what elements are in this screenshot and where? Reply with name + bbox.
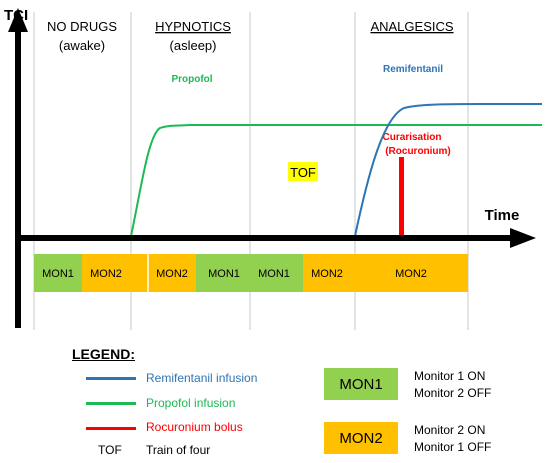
legend-remifentanil-text: Remifentanil infusion (146, 371, 258, 385)
legend-rocuronium-text: Rocuronium bolus (146, 420, 243, 434)
mon-segment-6 (303, 254, 355, 292)
legend-rocuronium-swatch (86, 427, 136, 430)
propofol-label: Propofol (171, 74, 212, 85)
mon-segment-5-label: MON1 (258, 268, 290, 280)
legend-mon2-line2: Monitor 1 OFF (414, 440, 492, 454)
mon-segment-6-label: MON2 (311, 268, 343, 280)
rocuronium-bolus (399, 157, 404, 237)
legend-mon2-box: MON2 (324, 422, 398, 454)
mon-segment-2 (82, 254, 131, 292)
curarisation-label: Curarisation (383, 132, 442, 143)
mon-segment-5 (250, 254, 303, 292)
legend-remifentanil-swatch (86, 377, 136, 380)
monitor-bar: MON1 MON2 MON2 MON1 MON1 MON2 MON2 (34, 254, 468, 292)
tof-badge-label: TOF (290, 165, 316, 180)
propofol-curve (130, 124, 542, 237)
legend-tof-abbr: TOF (98, 443, 122, 457)
mon-segment-7 (355, 254, 468, 292)
tof-badge (288, 162, 318, 181)
mon-segment-7-label: MON2 (395, 268, 427, 280)
legend-title: LEGEND: (72, 346, 135, 362)
mon-segment-4 (196, 254, 250, 292)
legend-mon2-line1: Monitor 2 ON (414, 423, 486, 437)
phase-title-analgesics: ANALGESICS (370, 19, 453, 34)
mon-segment-3 (131, 254, 196, 292)
y-axis-label: TCI (4, 7, 28, 24)
x-axis-arrowhead (510, 228, 536, 248)
mon-segment-2-label: MON2 (90, 268, 122, 280)
mon-segment-1-label: MON1 (42, 268, 74, 280)
remifentanil-curve (354, 103, 542, 237)
phase-subtitle-no-drugs: (awake) (59, 38, 105, 53)
phase-title-no-drugs: NO DRUGS (47, 19, 117, 34)
legend-mon1-line2: Monitor 2 OFF (414, 386, 492, 400)
phase-subtitle-hypnotics: (asleep) (170, 38, 217, 53)
mon-segment-3-label: MON2 (156, 268, 188, 280)
x-axis-label: Time (485, 207, 520, 224)
mon-segment-1 (34, 254, 82, 292)
phase-title-hypnotics: HYPNOTICS (155, 19, 231, 34)
y-axis-arrowhead (8, 8, 28, 32)
legend-mon1-box: MON1 (324, 368, 398, 400)
remifentanil-label: Remifentanil (383, 64, 443, 75)
legend-tof-meaning: Train of four (146, 443, 211, 457)
rocuronium-label: (Rocuronium) (385, 146, 451, 157)
mon-segment-4-label: MON1 (208, 268, 240, 280)
legend-propofol-text: Propofol infusion (146, 396, 236, 410)
legend-mon1-line1: Monitor 1 ON (414, 369, 486, 383)
legend-propofol-swatch (86, 402, 136, 405)
